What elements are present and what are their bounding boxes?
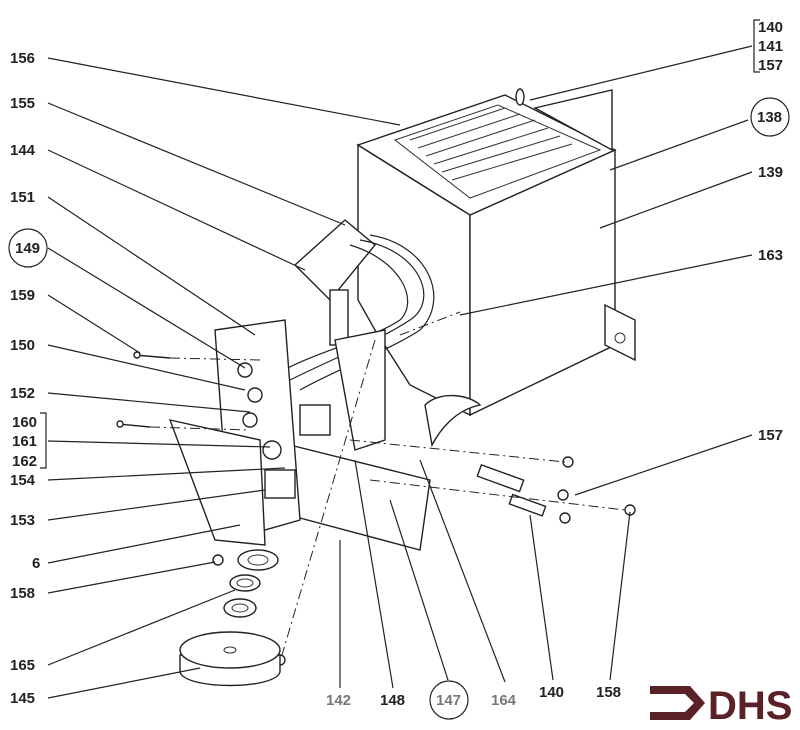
label-plate-text bbox=[409, 107, 573, 181]
part-label-141: 141 bbox=[758, 38, 783, 55]
part-label-158: 158 bbox=[596, 684, 621, 701]
part-label-142: 142 bbox=[326, 692, 351, 709]
part-label-157: 157 bbox=[758, 57, 783, 74]
leader-lines bbox=[40, 19, 760, 699]
labels-right: 140 141 157 138 139 163 157 bbox=[750, 19, 790, 444]
part-label-151: 151 bbox=[10, 189, 35, 206]
circle-marker bbox=[8, 228, 48, 268]
part-label-145: 145 bbox=[10, 690, 35, 707]
part-label-149: 149 bbox=[15, 240, 40, 257]
part-label-148: 148 bbox=[380, 692, 405, 709]
logo-text: DHS bbox=[708, 684, 792, 728]
part-label-140: 140 bbox=[758, 19, 783, 36]
part-label-163: 163 bbox=[758, 247, 783, 264]
part-label-139: 139 bbox=[758, 164, 783, 181]
part-label-138: 138 bbox=[757, 109, 782, 126]
part-label-6: 6 bbox=[32, 555, 40, 572]
circle-marker bbox=[750, 97, 790, 137]
part-label-150: 150 bbox=[10, 337, 35, 354]
labels-bottom: 142 148 147 164 140 158 bbox=[326, 680, 621, 720]
part-label-152: 152 bbox=[10, 385, 35, 402]
part-label-160: 160 bbox=[12, 414, 37, 431]
part-label-155: 155 bbox=[10, 95, 35, 112]
part-label-161: 161 bbox=[12, 433, 37, 450]
housing-box bbox=[356, 89, 636, 417]
part-label-165: 165 bbox=[10, 657, 35, 674]
assembly-axes bbox=[149, 311, 626, 656]
part-label-159: 159 bbox=[10, 287, 35, 304]
circle-marker bbox=[429, 680, 469, 720]
part-label-164: 164 bbox=[491, 692, 517, 709]
part-label-158: 158 bbox=[10, 585, 35, 602]
dhs-logo: DHS bbox=[650, 684, 792, 728]
part-label-154: 154 bbox=[10, 472, 36, 489]
labels-left: 156 155 144 151 149 159 150 152 160 161 … bbox=[8, 50, 48, 707]
part-label-140: 140 bbox=[539, 684, 564, 701]
part-label-162: 162 bbox=[12, 453, 37, 470]
part-label-156: 156 bbox=[10, 50, 35, 67]
part-label-157: 157 bbox=[758, 427, 783, 444]
part-label-153: 153 bbox=[10, 512, 35, 529]
part-label-144: 144 bbox=[10, 142, 36, 159]
thermostat bbox=[279, 219, 435, 391]
part-label-147: 147 bbox=[436, 692, 461, 709]
mounting-bracket bbox=[168, 319, 482, 551]
